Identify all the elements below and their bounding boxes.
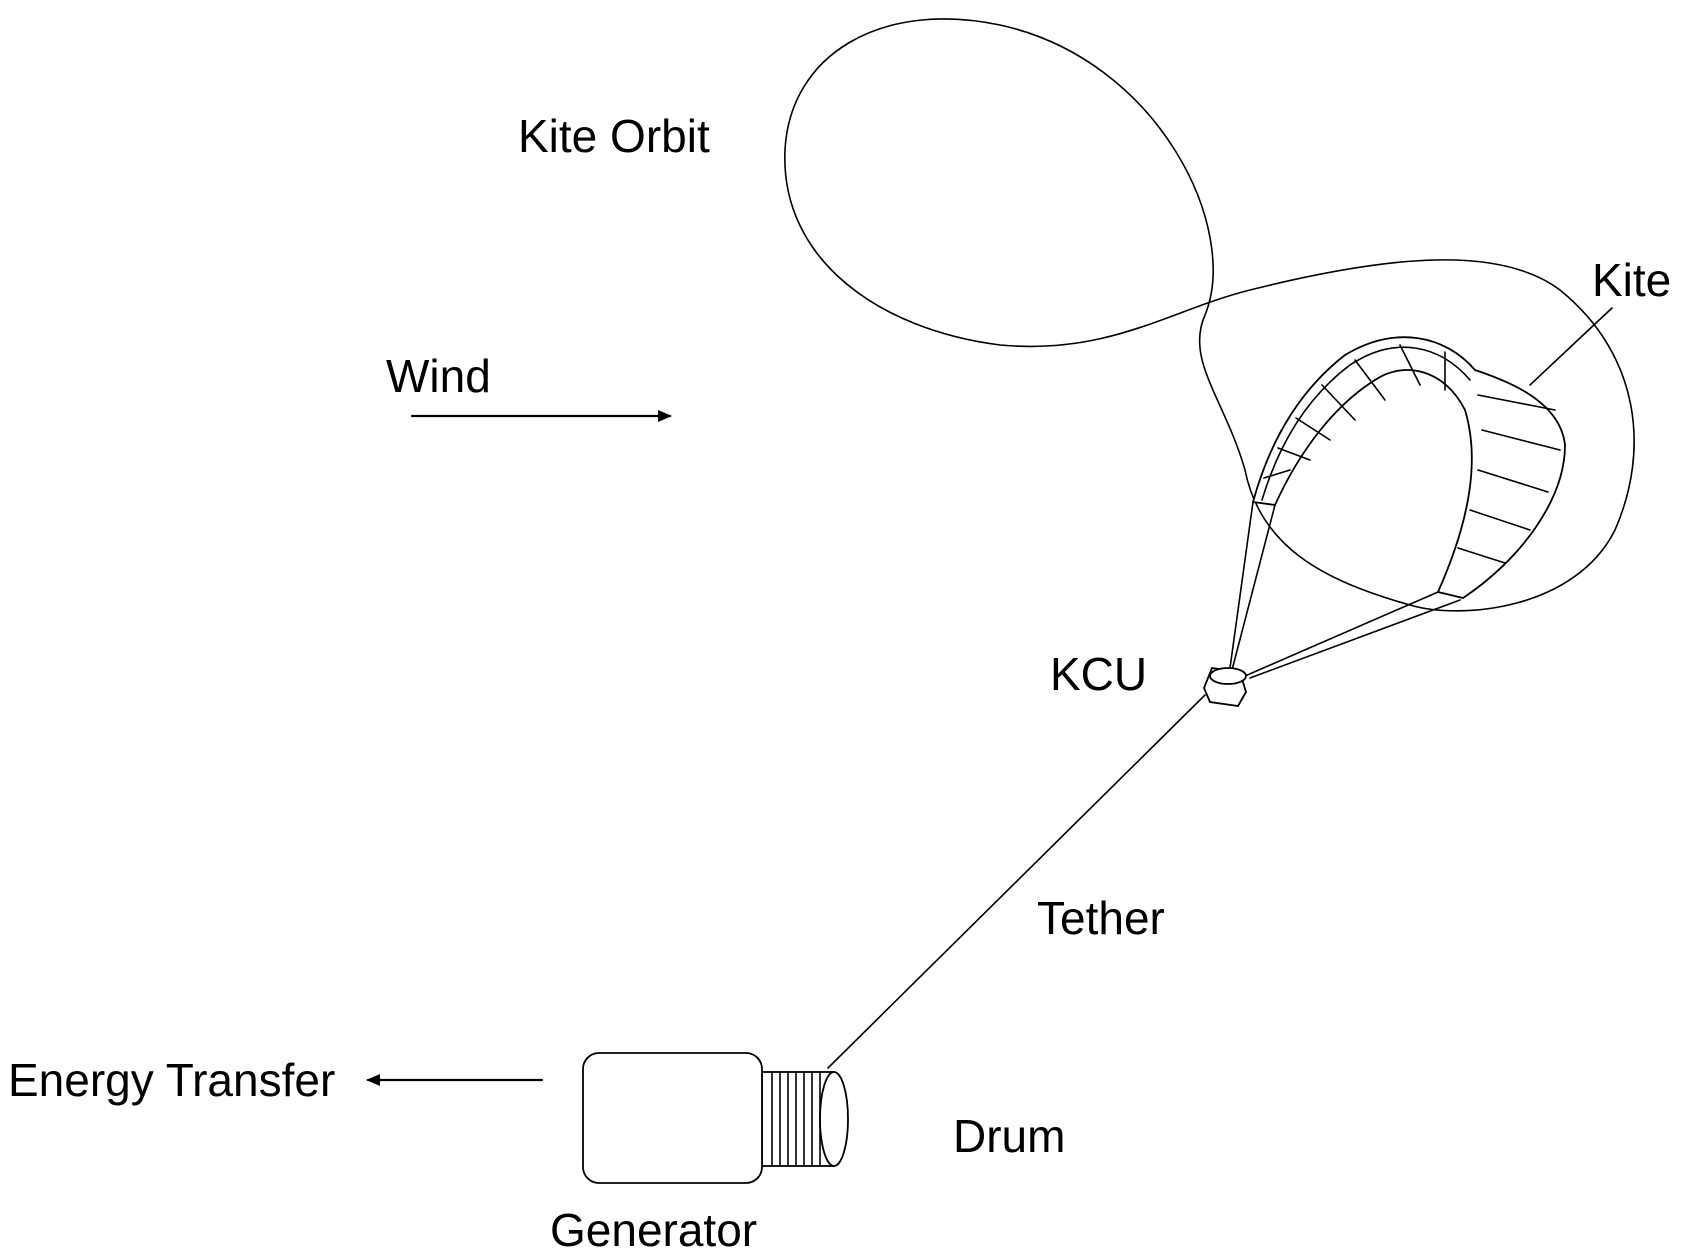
drum-label: Drum [953,1110,1065,1162]
kite-canopy [1251,336,1566,599]
kite-label: Kite [1592,254,1671,306]
tether-label: Tether [1037,892,1165,944]
kite-orbit-label: Kite Orbit [518,110,710,162]
generator-label: Generator [550,1204,757,1256]
kite-pointer-line [1529,307,1613,386]
kite-bridle-lines [1229,501,1461,679]
drum [761,1071,849,1167]
kcu-label: KCU [1050,648,1147,700]
wind-label: Wind [386,350,491,402]
kcu-unit [1203,667,1247,707]
energy-transfer-label: Energy Transfer [8,1054,335,1106]
generator-box [582,1052,763,1184]
tether-line [827,694,1206,1069]
kite-orbit-path [784,18,1635,612]
